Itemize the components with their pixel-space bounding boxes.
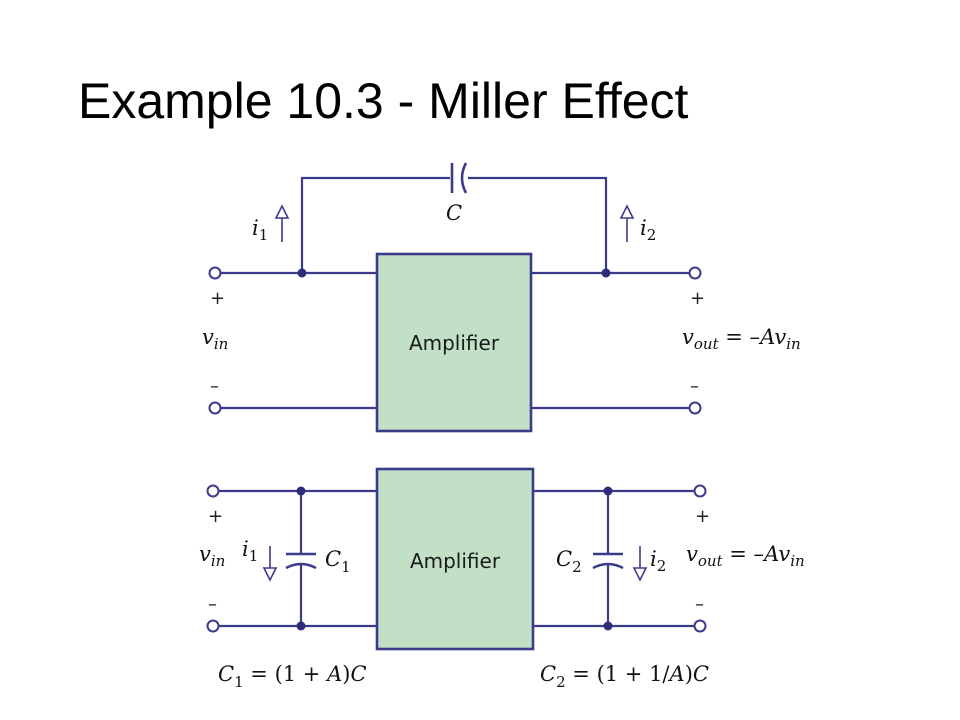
top-amplifier-label: Amplifier xyxy=(409,331,500,355)
top-vout-label: vout = –Avin xyxy=(682,325,801,353)
feedback-capacitor-plate-curved xyxy=(460,162,468,194)
top-input-node xyxy=(297,268,307,278)
bottom-current-i1-arrow xyxy=(262,546,278,582)
bottom-input-minus-sign: – xyxy=(208,594,217,615)
bottom-c2-top-node xyxy=(603,486,613,496)
c1-capacitor xyxy=(285,491,317,626)
c2-equation: C2 = (1 + 1/A)C xyxy=(540,662,709,691)
top-input-terminal-plus xyxy=(208,266,222,280)
bottom-output-plus-sign: + xyxy=(695,506,710,527)
top-current-i2-arrow xyxy=(619,204,635,242)
feedback-wire-right xyxy=(468,176,608,273)
top-output-terminal-plus xyxy=(688,266,702,280)
top-current-i1-label: i1 xyxy=(252,216,268,244)
top-circuit: C Amplifier i1 xyxy=(202,162,801,433)
c1-label: C1 xyxy=(325,547,351,576)
feedback-wire-left xyxy=(300,176,450,273)
bottom-current-i1-label: i1 xyxy=(242,537,258,565)
bottom-output-terminal-minus xyxy=(693,619,707,633)
bottom-c1-top-node xyxy=(296,486,306,496)
top-output-terminal-minus xyxy=(688,401,702,415)
top-input-minus-sign: – xyxy=(210,376,219,397)
top-amplifier-box xyxy=(375,252,533,433)
bottom-input-plus-sign: + xyxy=(208,506,223,527)
top-output-node xyxy=(601,268,611,278)
bottom-vout-label: vout = –Avin xyxy=(686,542,805,570)
c2-capacitor xyxy=(592,491,624,626)
slide-title: Example 10.3 - Miller Effect xyxy=(78,73,689,129)
bottom-amplifier-box xyxy=(375,467,535,651)
bottom-c2-bottom-node xyxy=(603,621,613,631)
bottom-input-terminal-minus xyxy=(206,619,220,633)
top-current-i2-label: i2 xyxy=(640,216,656,244)
bottom-output-terminal-plus xyxy=(693,484,707,498)
bottom-current-i2-arrow xyxy=(632,546,648,582)
bottom-current-i2-label: i2 xyxy=(650,547,666,575)
top-vin-label: vin xyxy=(202,325,228,353)
bottom-output-minus-sign: – xyxy=(695,594,704,615)
bottom-input-terminal-plus xyxy=(206,484,220,498)
top-output-plus-sign: + xyxy=(690,288,705,309)
c2-label: C2 xyxy=(556,547,582,576)
top-current-i1-arrow xyxy=(274,204,290,242)
top-output-minus-sign: – xyxy=(690,376,699,397)
bottom-circuit: Amplifier C1 C2 xyxy=(199,467,805,691)
top-input-plus-sign: + xyxy=(210,288,225,309)
bottom-c1-bottom-node xyxy=(296,621,306,631)
c1-equation: C1 = (1 + A)C xyxy=(218,662,367,691)
bottom-vin-label: vin xyxy=(199,542,225,570)
top-input-terminal-minus xyxy=(208,401,222,415)
feedback-capacitor-label: C xyxy=(446,201,462,225)
bottom-amplifier-label: Amplifier xyxy=(410,549,501,573)
